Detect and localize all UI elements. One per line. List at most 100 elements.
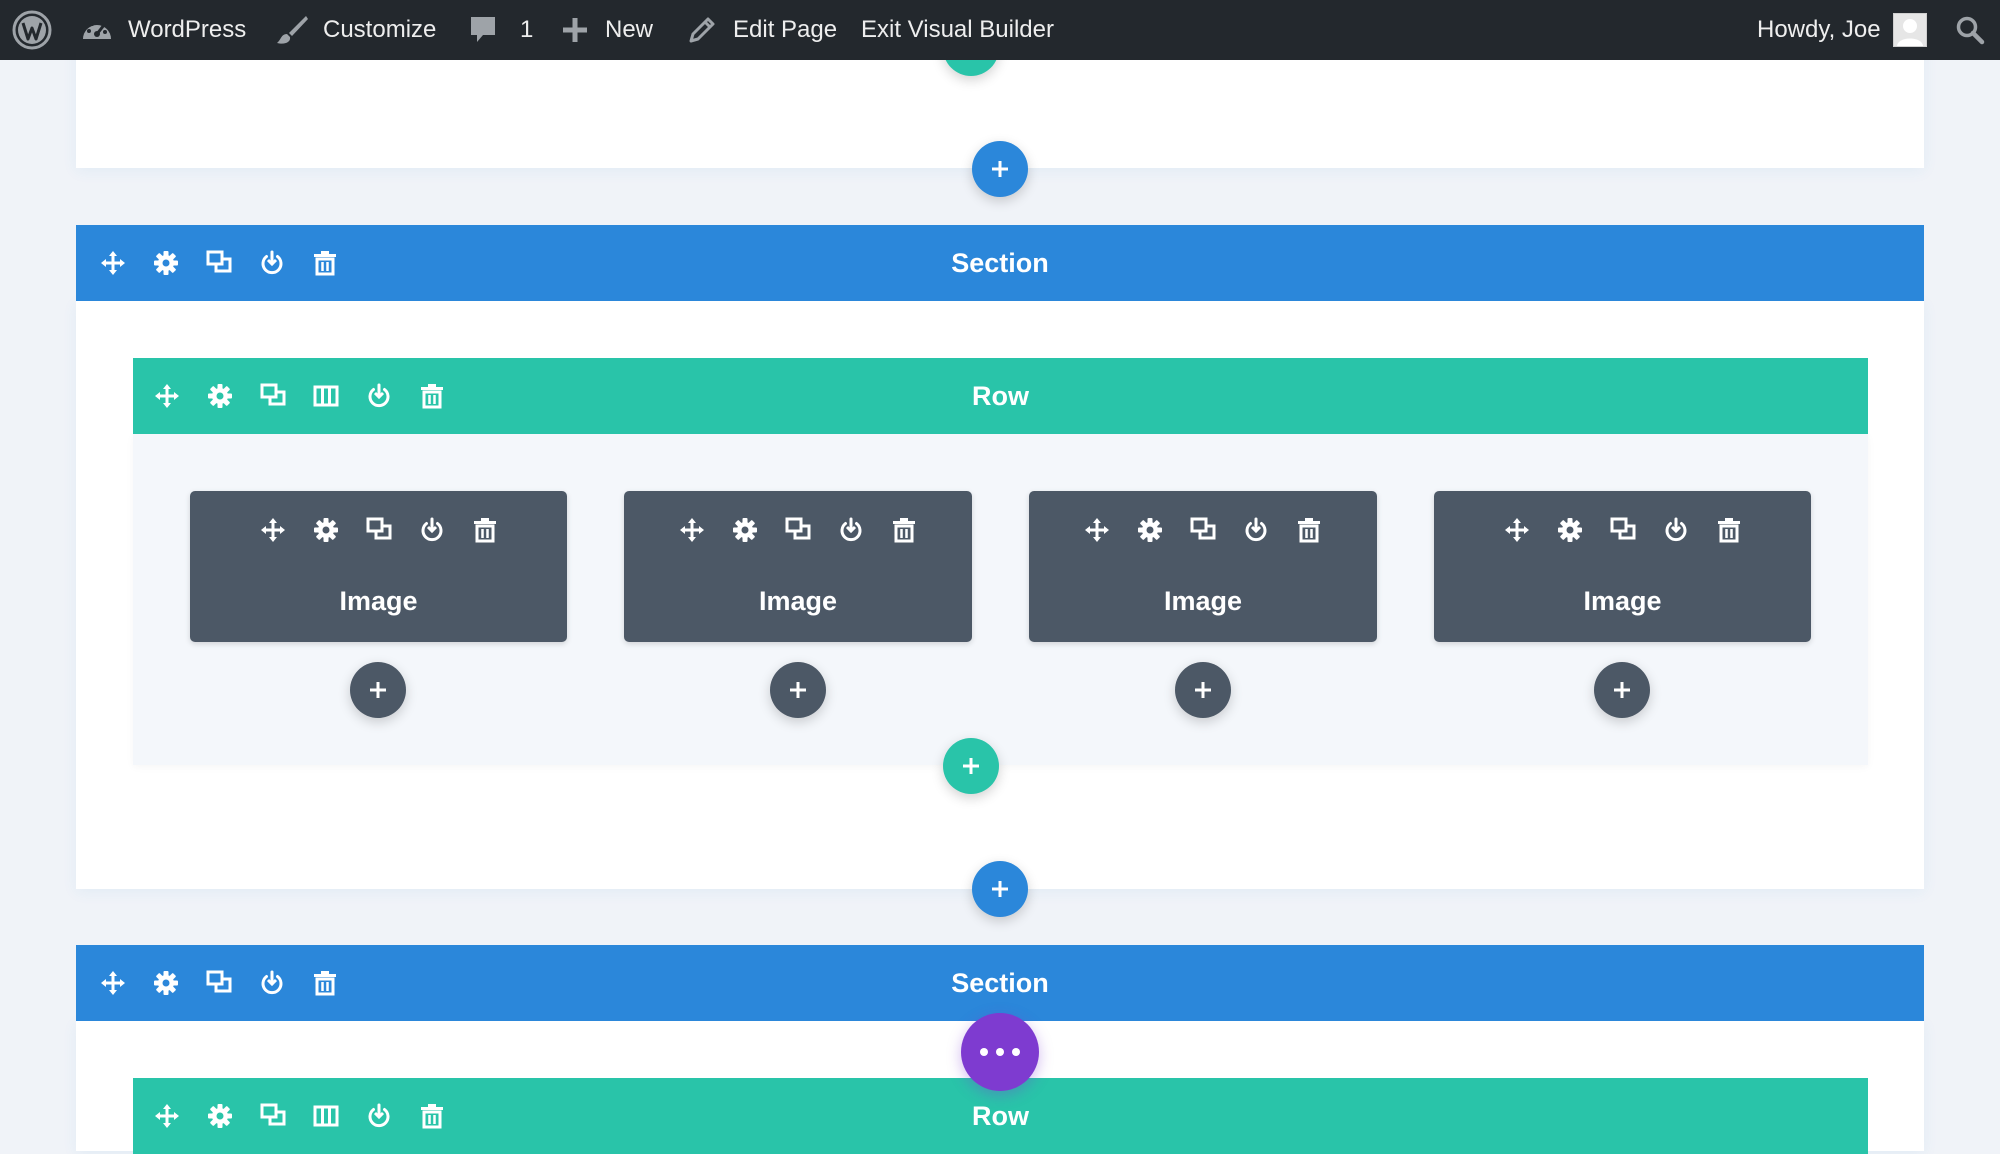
wordpress-menu[interactable] — [12, 0, 52, 60]
wordpress-logo-icon — [12, 10, 52, 50]
exit-visual-builder-label: Exit Visual Builder — [861, 16, 1054, 43]
add-section-button[interactable] — [972, 861, 1028, 917]
comment-icon — [468, 14, 498, 46]
move-icon[interactable] — [86, 225, 139, 301]
move-icon[interactable] — [1490, 505, 1543, 555]
comments-count: 1 — [520, 16, 534, 43]
site-name-menu[interactable]: WordPress — [80, 0, 246, 60]
trash-icon[interactable] — [298, 945, 351, 1021]
customize-label: Customize — [323, 16, 437, 43]
power-icon[interactable] — [825, 505, 878, 555]
gear-icon[interactable] — [1543, 505, 1596, 555]
power-icon[interactable] — [405, 505, 458, 555]
section-title: Section — [951, 247, 1049, 278]
power-icon[interactable] — [1230, 505, 1283, 555]
duplicate-icon[interactable] — [192, 225, 245, 301]
duplicate-icon[interactable] — [352, 505, 405, 555]
brush-icon — [275, 14, 309, 46]
module-title: Image — [1163, 585, 1243, 616]
trash-icon[interactable] — [1283, 505, 1336, 555]
section-header[interactable]: Section — [76, 945, 1924, 1021]
trash-icon[interactable] — [1702, 505, 1755, 555]
search-button[interactable] — [1955, 0, 1985, 60]
add-module-button[interactable] — [1175, 662, 1231, 718]
add-module-button[interactable] — [1594, 662, 1650, 718]
image-module[interactable]: Image — [1434, 491, 1811, 642]
trash-icon[interactable] — [878, 505, 931, 555]
row-toolbar — [140, 358, 458, 434]
greeting-label: Howdy, Joe — [1757, 16, 1881, 43]
plus-icon — [1614, 682, 1630, 698]
add-section-button[interactable] — [972, 141, 1028, 197]
section-header[interactable]: Section — [76, 225, 1924, 301]
power-icon[interactable] — [352, 358, 405, 434]
gear-icon[interactable] — [139, 945, 192, 1021]
image-module[interactable]: Image — [1029, 491, 1377, 642]
module-toolbar — [190, 505, 567, 555]
section-toolbar — [86, 945, 351, 1021]
new-content-menu[interactable]: New — [561, 0, 653, 60]
plus-icon — [963, 758, 979, 774]
page-settings-button[interactable] — [961, 1013, 1039, 1091]
power-icon[interactable] — [1649, 505, 1702, 555]
row-toolbar — [140, 1078, 458, 1154]
add-module-button[interactable] — [350, 662, 406, 718]
customize-menu[interactable]: Customize — [275, 0, 436, 60]
user-avatar-icon — [1892, 13, 1927, 47]
module-title: Image — [1583, 585, 1662, 616]
more-dots-icon — [980, 1048, 1020, 1056]
move-icon[interactable] — [86, 945, 139, 1021]
columns-icon[interactable] — [299, 1078, 352, 1154]
trash-icon[interactable] — [298, 225, 351, 301]
add-module-button[interactable] — [770, 662, 826, 718]
module-toolbar — [1434, 505, 1811, 555]
image-module[interactable]: Image — [624, 491, 972, 642]
gear-icon[interactable] — [719, 505, 772, 555]
gear-icon[interactable] — [139, 225, 192, 301]
columns-icon[interactable] — [299, 358, 352, 434]
move-icon[interactable] — [666, 505, 719, 555]
add-row-button[interactable] — [943, 738, 999, 794]
move-icon[interactable] — [140, 1078, 193, 1154]
move-icon[interactable] — [1071, 505, 1124, 555]
edit-page-menu[interactable]: Edit Page — [687, 0, 837, 60]
trash-icon[interactable] — [405, 1078, 458, 1154]
new-label: New — [605, 16, 654, 43]
trash-icon[interactable] — [405, 358, 458, 434]
site-name-label: WordPress — [128, 16, 247, 43]
dashboard-icon — [80, 15, 114, 45]
power-icon[interactable] — [245, 225, 298, 301]
gear-icon[interactable] — [1124, 505, 1177, 555]
duplicate-icon[interactable] — [246, 358, 299, 434]
section-title: Section — [951, 967, 1049, 998]
move-icon[interactable] — [246, 505, 299, 555]
plus-icon — [370, 682, 386, 698]
plus-icon — [992, 881, 1008, 897]
power-icon[interactable] — [245, 945, 298, 1021]
row-header[interactable]: Row — [133, 358, 1868, 434]
duplicate-icon[interactable] — [1596, 505, 1649, 555]
plus-icon — [1195, 682, 1211, 698]
module-toolbar — [624, 505, 972, 555]
plus-icon — [561, 16, 589, 44]
plus-icon — [992, 161, 1008, 177]
comments-menu[interactable]: 1 — [468, 0, 533, 60]
duplicate-icon[interactable] — [772, 505, 825, 555]
gear-icon[interactable] — [193, 358, 246, 434]
power-icon[interactable] — [352, 1078, 405, 1154]
search-icon — [1955, 15, 1985, 45]
gear-icon[interactable] — [299, 505, 352, 555]
gear-icon[interactable] — [193, 1078, 246, 1154]
edit-page-label: Edit Page — [733, 16, 838, 43]
image-module[interactable]: Image — [190, 491, 567, 642]
my-account-menu[interactable]: Howdy, Joe — [1757, 0, 1927, 60]
exit-visual-builder-link[interactable]: Exit Visual Builder — [861, 0, 1054, 60]
module-toolbar — [1029, 505, 1377, 555]
pencil-icon — [687, 15, 717, 45]
section-toolbar — [86, 225, 351, 301]
trash-icon[interactable] — [458, 505, 511, 555]
duplicate-icon[interactable] — [1177, 505, 1230, 555]
duplicate-icon[interactable] — [246, 1078, 299, 1154]
duplicate-icon[interactable] — [192, 945, 245, 1021]
move-icon[interactable] — [140, 358, 193, 434]
